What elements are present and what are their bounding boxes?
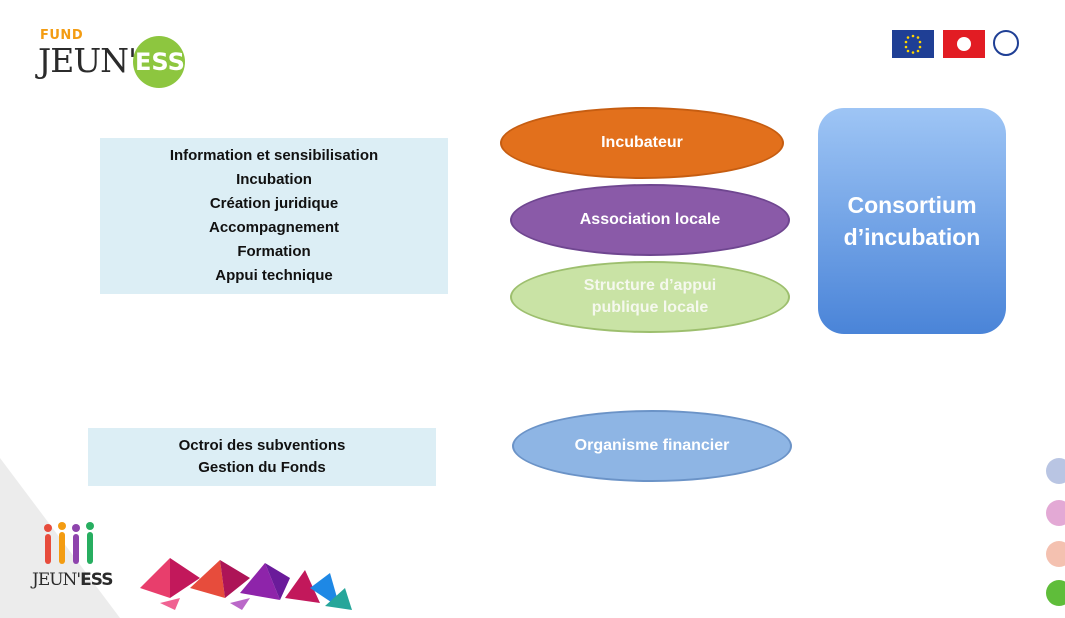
association-locale-ellipse: Association locale xyxy=(510,184,790,256)
tunisia-flag-icon xyxy=(943,30,985,58)
ilo-logo-icon xyxy=(993,30,1019,56)
triangle-pattern-decoration xyxy=(140,558,352,610)
decorative-dot xyxy=(1046,500,1065,526)
service-item: Incubation xyxy=(236,171,312,188)
organisme-financier-ellipse: Organisme financier xyxy=(512,410,792,482)
logo-fund-text: FUND xyxy=(40,28,84,43)
incubateur-ellipse: Incubateur xyxy=(500,107,784,179)
people-icon xyxy=(44,522,94,564)
service-item: Création juridique xyxy=(209,195,339,212)
logo-jeun-text: JEUN' xyxy=(38,41,137,80)
service-item: Information et sensibilisation xyxy=(169,147,379,164)
jeuness-fund-logo: FUND JEUN' ESS xyxy=(38,22,185,92)
consortium-line1: Consortium xyxy=(847,192,977,218)
service-item: Formation xyxy=(237,243,311,260)
incubateur-label: Incubateur xyxy=(601,134,683,151)
decorative-dot xyxy=(1046,541,1065,567)
structure-label-line1: Structure d’appui xyxy=(583,277,717,294)
decorative-dot xyxy=(1046,580,1065,606)
services-box: Information et sensibilisation Incubatio… xyxy=(100,138,448,294)
eu-flag-icon xyxy=(892,30,934,58)
association-label: Association locale xyxy=(579,211,721,228)
finance-item: Gestion du Fonds xyxy=(198,459,326,476)
structure-appui-ellipse: Structure d’appui publique locale xyxy=(510,261,790,333)
organisme-label: Organisme financier xyxy=(574,437,730,454)
finance-box: Octroi des subventions Gestion du Fonds xyxy=(88,428,436,486)
consortium-line2: d’incubation xyxy=(843,224,981,250)
logo-ess-text: ESS xyxy=(135,48,185,76)
service-item: Accompagnement xyxy=(208,219,340,236)
jeuness-bottom-logo: JEUN'ESS xyxy=(32,522,122,592)
bottom-logo-text: JEUN'ESS xyxy=(32,570,113,590)
logo-green-circle xyxy=(133,36,185,88)
service-item: Appui technique xyxy=(215,267,333,284)
structure-label-line2: publique locale xyxy=(591,299,709,316)
decorative-dot xyxy=(1046,458,1065,484)
finance-item: Octroi des subventions xyxy=(178,437,346,454)
consortium-box: Consortium d’incubation xyxy=(818,108,1006,334)
